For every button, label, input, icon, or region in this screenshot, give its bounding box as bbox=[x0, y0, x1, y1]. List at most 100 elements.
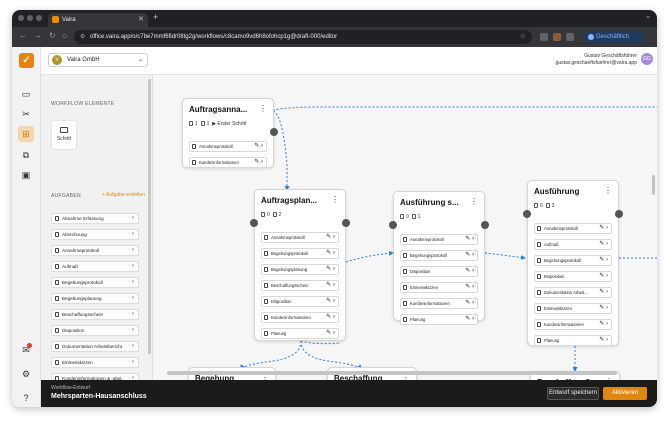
chevron-right-icon[interactable]: › bbox=[472, 252, 474, 258]
edit-pencil-icon[interactable]: ✎ bbox=[465, 268, 471, 274]
input-handle[interactable] bbox=[389, 221, 397, 229]
tools-icon[interactable]: ✂ bbox=[22, 109, 30, 119]
step-task-item[interactable]: Dokumentation Arbeit...✎ › bbox=[534, 287, 612, 298]
chevron-right-icon[interactable]: › bbox=[333, 330, 335, 336]
step-task-item[interactable]: Einmesskizzen✎ › bbox=[534, 303, 612, 314]
chevron-right-icon[interactable]: › bbox=[333, 314, 335, 320]
edit-pencil-icon[interactable]: ✎ bbox=[465, 236, 471, 242]
task-item[interactable]: Aufmaß› bbox=[51, 261, 139, 272]
output-handle[interactable] bbox=[615, 210, 623, 218]
edit-pencil-icon[interactable]: ✎ bbox=[326, 298, 332, 304]
task-item[interactable]: Kundeninformationen & -abst.› bbox=[51, 373, 139, 380]
more-options-icon[interactable]: ⋮ bbox=[259, 104, 267, 113]
edit-pencil-icon[interactable]: ✎ bbox=[465, 316, 471, 322]
chevron-right-icon[interactable]: › bbox=[606, 321, 608, 327]
task-item[interactable]: Begehungsplanung› bbox=[51, 293, 139, 304]
edit-pencil-icon[interactable]: ✎ bbox=[465, 252, 471, 258]
chevron-right-icon[interactable]: › bbox=[472, 268, 474, 274]
chevron-right-icon[interactable]: › bbox=[606, 241, 608, 247]
task-item[interactable]: Einmesskizzen› bbox=[51, 357, 139, 368]
step-task-item[interactable]: Planung✎ › bbox=[400, 314, 478, 325]
step-task-item[interactable]: Aufmaß✎ › bbox=[534, 239, 612, 250]
step-task-item[interactable]: Begehungsprotokoll✎ › bbox=[534, 255, 612, 266]
step-task-item[interactable]: Kundeninformationen✎ › bbox=[261, 312, 339, 323]
edit-pencil-icon[interactable]: ✎ bbox=[326, 234, 332, 240]
chevron-right-icon[interactable]: › bbox=[333, 234, 335, 240]
edit-pencil-icon[interactable]: ✎ bbox=[326, 250, 332, 256]
step-task-item[interactable]: Annahmeprotokoll✎ › bbox=[261, 232, 339, 243]
chevron-right-icon[interactable]: › bbox=[606, 257, 608, 263]
chevron-right-icon[interactable]: › bbox=[472, 300, 474, 306]
organization-select[interactable]: V Vaira GmbH ⌄ bbox=[48, 53, 148, 67]
chevron-right-icon[interactable]: › bbox=[333, 250, 335, 256]
chevron-right-icon[interactable]: › bbox=[606, 273, 608, 279]
step-task-item[interactable]: Planung✎ › bbox=[261, 328, 339, 339]
step-task-item[interactable]: Disposition✎ › bbox=[534, 271, 612, 282]
step-task-item[interactable]: Begehungsprotokoll✎ › bbox=[261, 248, 339, 259]
input-handle[interactable] bbox=[250, 219, 258, 227]
step-task-item[interactable]: Kundeninformationen✎ › bbox=[189, 157, 267, 168]
edit-pencil-icon[interactable]: ✎ bbox=[599, 337, 605, 343]
step-task-item[interactable]: Kundeninformationen✎ › bbox=[400, 298, 478, 309]
edit-pencil-icon[interactable]: ✎ bbox=[326, 266, 332, 272]
new-tab-icon[interactable]: + bbox=[153, 12, 159, 22]
step-task-item[interactable]: Annahmeprotokoll✎ › bbox=[400, 234, 478, 245]
window-close-dot[interactable] bbox=[18, 15, 24, 21]
edit-pencil-icon[interactable]: ✎ bbox=[599, 257, 605, 263]
extension-icon[interactable] bbox=[540, 33, 548, 41]
task-item[interactable]: Beschaffungsschein› bbox=[51, 309, 139, 320]
chevron-right-icon[interactable]: › bbox=[261, 143, 263, 149]
edit-pencil-icon[interactable]: ✎ bbox=[599, 225, 605, 231]
step-task-item[interactable]: Disposition✎ › bbox=[400, 266, 478, 277]
edit-pencil-icon[interactable]: ✎ bbox=[599, 289, 605, 295]
chevron-right-icon[interactable]: › bbox=[606, 225, 608, 231]
edit-pencil-icon[interactable]: ✎ bbox=[326, 330, 332, 336]
edit-pencil-icon[interactable]: ✎ bbox=[254, 159, 260, 165]
chevron-right-icon[interactable]: › bbox=[333, 298, 335, 304]
add-task-button[interactable]: + Aufgabe erstellen bbox=[102, 192, 145, 198]
extension-icon[interactable] bbox=[553, 33, 561, 41]
output-handle[interactable] bbox=[270, 128, 278, 136]
extension-icon[interactable] bbox=[566, 33, 574, 41]
layers-icon[interactable]: ⧉ bbox=[22, 150, 30, 160]
bookmark-star-icon[interactable]: ☆ bbox=[519, 33, 526, 40]
chevron-right-icon[interactable]: › bbox=[261, 159, 263, 165]
step-task-item[interactable]: Begehungsprotokoll✎ › bbox=[400, 250, 478, 261]
more-options-icon[interactable]: ⋮ bbox=[605, 377, 613, 380]
close-tab-icon[interactable]: ✕ bbox=[138, 16, 144, 23]
task-item[interactable]: Dokumentation Arbeitsbericht› bbox=[51, 341, 139, 352]
step-task-item[interactable]: Begehungsplanung✎ › bbox=[261, 264, 339, 275]
task-item[interactable]: Begehungsprotokoll› bbox=[51, 277, 139, 288]
more-options-icon[interactable]: ⋮ bbox=[261, 373, 269, 380]
forward-icon[interactable]: → bbox=[34, 31, 42, 40]
site-info-icon[interactable]: ⚙ bbox=[80, 34, 86, 40]
edit-pencil-icon[interactable]: ✎ bbox=[599, 321, 605, 327]
step-task-item[interactable]: Annahmeprotokoll✎ › bbox=[534, 223, 612, 234]
step-task-item[interactable]: Beschaffungsschein✎ › bbox=[261, 280, 339, 291]
step-task-item[interactable]: Einmesskizzen✎ › bbox=[400, 282, 478, 293]
edit-pencil-icon[interactable]: ✎ bbox=[599, 273, 605, 279]
contacts-icon[interactable]: ▣ bbox=[21, 170, 31, 180]
chevron-right-icon[interactable]: › bbox=[606, 305, 608, 311]
edit-pencil-icon[interactable]: ✎ bbox=[465, 284, 471, 290]
chevron-right-icon[interactable]: › bbox=[333, 266, 335, 272]
more-options-icon[interactable]: ⋮ bbox=[331, 195, 339, 204]
workflow-icon[interactable]: ⊞ bbox=[18, 126, 34, 142]
more-options-icon[interactable]: ⋮ bbox=[402, 373, 410, 380]
edit-pencil-icon[interactable]: ✎ bbox=[254, 143, 260, 149]
edit-pencil-icon[interactable]: ✎ bbox=[465, 300, 471, 306]
window-zoom-dot[interactable] bbox=[36, 15, 42, 21]
inbox-icon[interactable]: ✉ bbox=[22, 345, 30, 355]
activate-button[interactable]: Aktivieren bbox=[603, 387, 647, 400]
vaira-logo-icon[interactable]: ✓ bbox=[19, 53, 34, 68]
more-options-icon[interactable]: ⋮ bbox=[470, 197, 478, 206]
chevron-right-icon[interactable]: › bbox=[333, 282, 335, 288]
step-task-item[interactable]: Kundeninformationen✎ › bbox=[534, 319, 612, 330]
edit-pencil-icon[interactable]: ✎ bbox=[326, 314, 332, 320]
help-icon[interactable]: ? bbox=[23, 393, 29, 403]
chevron-right-icon[interactable]: › bbox=[606, 289, 608, 295]
sidebar-scrollbar[interactable] bbox=[148, 79, 151, 354]
